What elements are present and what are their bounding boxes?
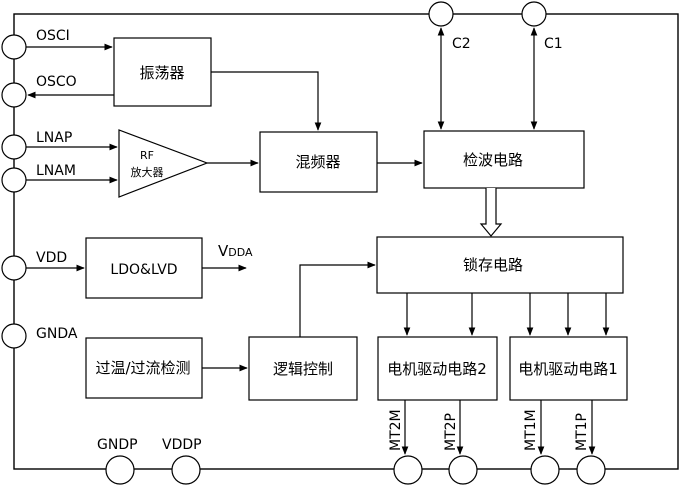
pin-gnda-circle [1,323,27,349]
pin-mt2m-label: MT2M [388,409,404,451]
pin-mt2p-circle [448,455,478,485]
latch-label: 锁存电路 [463,256,523,274]
pin-osco-circle [1,82,27,108]
pin-c2-circle [428,1,454,27]
logic-block: 逻辑控制 [248,336,358,401]
pin-c1-circle [521,1,547,27]
motor-driver-1-block: 电机驱动电路1 [509,336,628,401]
wire-logic-to-latch [299,261,376,337]
wire-oscillator-to-mixer [211,71,322,131]
pin-lnap-circle [1,134,27,160]
detector-box [423,130,585,189]
motor-driver-2-box [377,336,498,401]
ldo-block: LDO&LVD [85,237,203,299]
pin-vddp-circle [171,455,201,485]
pin-osci-label: OSCI [36,28,70,44]
wire-detector-to-latch-hollow-arrow [479,188,503,237]
motor-driver-1-box [509,336,628,401]
pin-gnda: GNDA [1,323,78,349]
oscillator-block: 振荡器 [113,37,212,107]
rf-amplifier-label-line1: RF [140,149,154,162]
pin-c1: C1 [521,1,563,52]
pin-gnda-label: GNDA [36,326,78,342]
motor-driver-1-label: 电机驱动电路1 [518,360,618,378]
detector-label: 检波电路 [463,151,523,169]
pin-mt1p-label: MT1P [574,413,590,451]
vdda-label-sub: DDA [228,246,253,259]
pin-osco-label: OSCO [36,74,77,90]
pin-mt2p-label: MT2P [443,413,459,451]
pin-c2-label: C2 [452,36,471,52]
temp-detect-box [85,337,203,399]
pin-lnap-label: LNAP [36,130,72,146]
pin-osci: OSCI [1,28,70,60]
oscillator-label: 振荡器 [139,64,184,82]
pin-mt1m-circle [530,455,560,485]
pin-vddp-label: VDDP [162,437,202,453]
latch-block: 锁存电路 [376,236,624,294]
oscillator-box [113,37,212,107]
rf-amplifier-label-line2: 放大器 [131,165,164,179]
rf-amplifier-triangle [118,129,209,198]
pin-osco: OSCO [1,74,77,108]
pin-vdd: VDD [1,250,67,281]
temp-detect-block: 过温/过流检测 [85,337,203,399]
ldo-box [85,237,203,299]
pin-c1-label: C1 [544,36,563,52]
pin-c2: C2 [428,1,471,52]
mixer-block: 混频器 [259,131,378,193]
pin-lnam-label: LNAM [36,163,76,179]
rf-amplifier: RF 放大器 [118,129,209,198]
pin-mt1m-label: MT1M [523,409,539,451]
temp-detect-label: 过温/过流检测 [95,359,190,377]
vdda-label: VDDA [218,242,253,260]
mixer-box [259,131,378,193]
pin-vdd-circle [1,255,27,281]
mixer-label: 混频器 [295,153,340,171]
logic-label: 逻辑控制 [273,360,333,378]
pin-gndp: GNDP [97,437,138,485]
pin-gndp-circle [105,455,135,485]
pin-lnam: LNAM [1,163,76,193]
pin-mt2m-circle [393,455,423,485]
motor-driver-2-block: 电机驱动电路2 [377,336,498,401]
logic-box [248,336,358,401]
motor-driver-2-label: 电机驱动电路2 [387,360,487,378]
pin-vddp: VDDP [162,437,202,485]
pin-mt1p-circle [576,455,606,485]
vdda-label-main: V [218,242,229,260]
pin-gndp-label: GNDP [97,437,138,453]
ldo-label: LDO&LVD [110,262,177,278]
pin-lnap: LNAP [1,130,72,160]
pin-vdd-label: VDD [36,250,67,266]
pin-lnam-circle [1,167,27,193]
latch-box [376,236,624,294]
pin-osci-circle [1,34,27,60]
detector-block: 检波电路 [423,130,585,189]
